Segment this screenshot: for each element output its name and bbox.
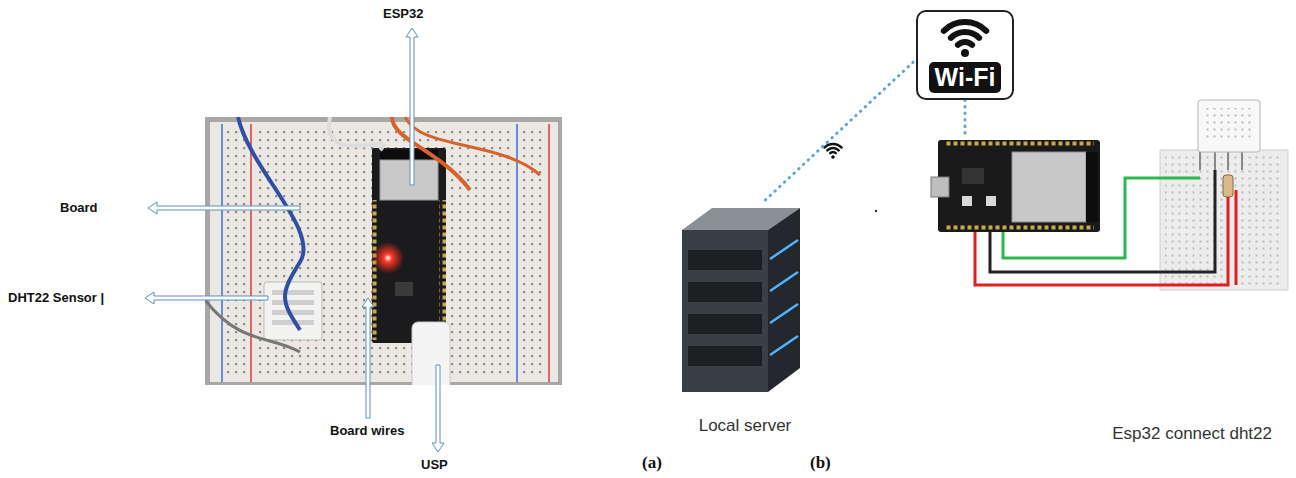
photo-ground <box>205 117 562 385</box>
server-slot <box>688 346 762 366</box>
panel-label: (a) <box>642 453 662 473</box>
metal-shield <box>380 160 438 200</box>
resistor-symbol <box>1223 175 1233 197</box>
wifi-arc <box>830 152 836 153</box>
rail-line <box>516 124 518 382</box>
board-holes <box>258 128 510 378</box>
leader-arrow <box>406 28 418 185</box>
sensor-grille <box>272 310 314 315</box>
leader-arrow <box>432 365 444 452</box>
stray-dot <box>875 210 877 212</box>
sensor-leg <box>1241 150 1243 170</box>
node-text: Local server <box>699 416 792 436</box>
rail-line <box>221 124 223 382</box>
part-label: ESP32 <box>383 6 423 22</box>
node-text: Wi-Fi <box>929 62 1002 93</box>
server-light <box>770 272 798 291</box>
breadboard <box>1160 150 1288 290</box>
wire <box>205 300 300 352</box>
wifi-symbol <box>825 144 842 153</box>
esp32-board <box>372 148 446 343</box>
rail-line <box>250 124 252 382</box>
part-label: Board wires <box>330 423 404 439</box>
server-slot <box>688 282 762 302</box>
chip <box>962 168 984 184</box>
server-light <box>770 240 798 259</box>
leader-arrows <box>145 28 444 452</box>
server-front <box>682 230 768 392</box>
sensor-leg <box>1227 150 1229 170</box>
sensor-grille <box>1206 108 1252 142</box>
wifi-symbol <box>944 22 986 45</box>
wifi-arc <box>958 42 972 45</box>
metal-shield <box>1012 152 1086 222</box>
leader-arrow <box>145 292 268 304</box>
part-label: Board <box>60 200 98 216</box>
leader-arrow <box>148 202 300 214</box>
power-wire <box>1235 190 1238 285</box>
rail-line <box>548 124 550 382</box>
part-label: USP <box>421 457 448 473</box>
pin-row <box>944 141 1094 148</box>
breadboard-photo <box>205 117 562 385</box>
usb-port <box>931 177 949 197</box>
sensor-leg <box>1214 150 1216 170</box>
chip <box>395 282 413 296</box>
wire <box>329 117 383 150</box>
server-side <box>768 208 800 392</box>
server-light <box>770 304 798 323</box>
button <box>986 196 996 206</box>
wifi-dot <box>961 49 969 57</box>
wireless-link <box>964 100 967 138</box>
dht22-sensor <box>1198 100 1260 152</box>
breadboard <box>210 122 558 382</box>
server-light <box>770 336 798 355</box>
wifi-arc <box>951 32 979 38</box>
leader-arrow <box>362 298 374 418</box>
esp32-dht22-drawing <box>931 100 1288 290</box>
wire <box>392 117 470 190</box>
pin-row <box>944 224 1094 231</box>
wire <box>405 117 540 175</box>
server-slot <box>688 250 762 270</box>
esp32-board <box>938 140 1100 232</box>
wifi-dot <box>831 155 835 159</box>
button <box>962 196 972 206</box>
part-label: DHT22 Sensor | <box>8 290 104 306</box>
pin-row <box>439 200 446 340</box>
wireless-link <box>765 60 916 201</box>
panel-label: (b) <box>810 453 831 473</box>
board-holes <box>1165 155 1283 285</box>
usb-cable <box>412 322 450 385</box>
server-slot <box>688 314 762 334</box>
sensor-leg <box>1199 150 1201 170</box>
rail-holes <box>226 128 246 378</box>
dht22-sensor <box>264 282 322 340</box>
wifi-icon-box: Wi-Fi <box>916 10 1014 100</box>
wifi-arc <box>827 148 838 150</box>
server-node: Local server <box>660 200 830 442</box>
antenna <box>1086 152 1098 222</box>
server-icon <box>682 208 800 392</box>
node-text: Esp32 connect dht22 <box>1112 424 1272 444</box>
sensor-grille <box>272 300 314 305</box>
led-glow <box>372 242 404 274</box>
esp32-assembly: Esp32 connect dht22 <box>935 138 1290 450</box>
sensor-grille <box>272 290 314 295</box>
